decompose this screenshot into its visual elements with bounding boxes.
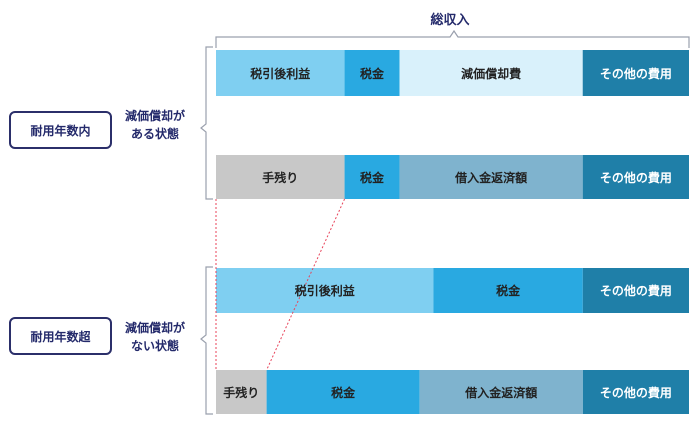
group-box-within-useful-life: 耐用年数内 (9, 111, 112, 149)
bar-segment (344, 50, 400, 96)
bar-segment (582, 268, 689, 313)
total-revenue-label: 総収入 (430, 13, 470, 28)
group-bracket-within (200, 46, 213, 200)
header-brace (215, 29, 690, 48)
bar-segment (419, 370, 583, 414)
group-condition-within-line2: ある状態 (130, 127, 179, 141)
bar-segment (433, 268, 583, 313)
bar-segment (399, 155, 583, 199)
bar-segment (216, 268, 434, 313)
group-bracket-beyond (200, 266, 213, 415)
bar-segment (216, 370, 267, 414)
connector-line-diagonal (266, 198, 346, 371)
bar-rows (216, 50, 689, 414)
bar-segment (216, 155, 345, 199)
bracket-lines (200, 29, 690, 415)
group-condition-beyond-line1: 減価償却が (124, 321, 185, 335)
bar-segment (216, 50, 345, 96)
group-box-beyond-useful-life: 耐用年数超 (9, 317, 112, 355)
bar-segment (266, 370, 420, 414)
bar-segment (582, 370, 689, 414)
bar-segment (344, 155, 400, 199)
connector-lines (215, 198, 346, 371)
group-condition-within-line1: 減価償却が (124, 109, 185, 123)
group-condition-beyond-line2: ない状態 (130, 339, 179, 353)
bar-segment (582, 155, 689, 199)
bar-segment (582, 50, 689, 96)
bar-segment (399, 50, 583, 96)
